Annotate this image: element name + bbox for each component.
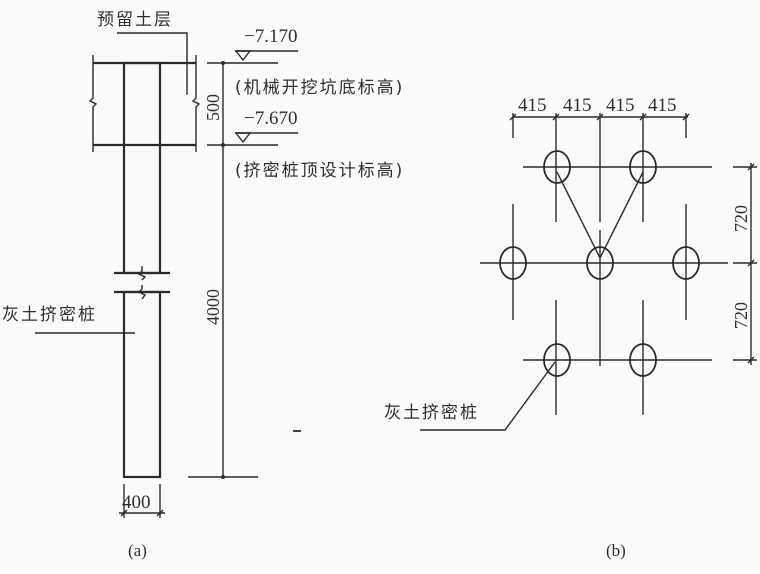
elevation-top-value: −7.170 xyxy=(244,26,297,47)
spacing-1: 415 xyxy=(518,95,547,116)
pile-r2-c2 xyxy=(586,246,614,280)
caption-b: (b) xyxy=(606,541,626,560)
vertical-dimension-a xyxy=(188,61,278,479)
grid-row-2 xyxy=(480,230,728,366)
pile-r1-c1 xyxy=(543,150,571,184)
horizontal-dimension-chain xyxy=(509,113,690,138)
dim-pile-length: 4000 xyxy=(203,289,223,325)
pile-diameter-dimension xyxy=(119,484,165,518)
elevation-pile-top-value: −7.670 xyxy=(244,108,297,129)
spacing-2: 415 xyxy=(563,95,592,116)
pile-label-a: 灰土挤密桩 xyxy=(2,305,97,325)
reserved-soil-leader xyxy=(117,32,188,95)
reserved-soil-label: 预留土层 xyxy=(97,10,173,30)
pile-r3-c2 xyxy=(629,343,657,377)
pile-r3-c1 xyxy=(543,343,571,377)
pile-lower xyxy=(122,290,162,479)
reserved-soil-layer xyxy=(88,55,201,152)
pile-r2-c1 xyxy=(499,246,527,280)
spacing-3: 415 xyxy=(606,95,635,116)
vertical-dimension-b xyxy=(733,163,757,365)
figure-a-pile-section: 预留土层 灰土挤密桩 400 500 4000 xyxy=(2,10,404,560)
grid-row-3 xyxy=(523,340,712,415)
pile-r2-c3 xyxy=(672,246,700,280)
pile-diameter-value: 400 xyxy=(122,492,151,513)
vertical-spacing-1: 720 xyxy=(731,205,751,232)
caption-a: (a) xyxy=(128,541,147,560)
vertical-spacing-2: 720 xyxy=(731,302,751,329)
elevation-marker-pile-top xyxy=(234,132,298,144)
dim-reserved-layer: 500 xyxy=(203,94,223,121)
figure-b-pile-layout: 415 415 415 415 xyxy=(384,95,757,560)
elevation-pile-top-note: (挤密桩顶设计标高) xyxy=(235,161,404,181)
elevation-top-note: (机械开挖坑底标高) xyxy=(235,78,404,98)
elevation-marker-top xyxy=(234,50,298,62)
pile-break-mark xyxy=(114,266,170,300)
pile-upper xyxy=(122,61,162,275)
spacing-4: 415 xyxy=(648,95,677,116)
triangle-arrangement-lines xyxy=(556,171,644,259)
pile-label-b: 灰土挤密桩 xyxy=(384,403,479,423)
pile-leader-b xyxy=(420,361,556,431)
grid-row-1 xyxy=(512,130,712,240)
pile-r1-c2 xyxy=(629,150,657,184)
